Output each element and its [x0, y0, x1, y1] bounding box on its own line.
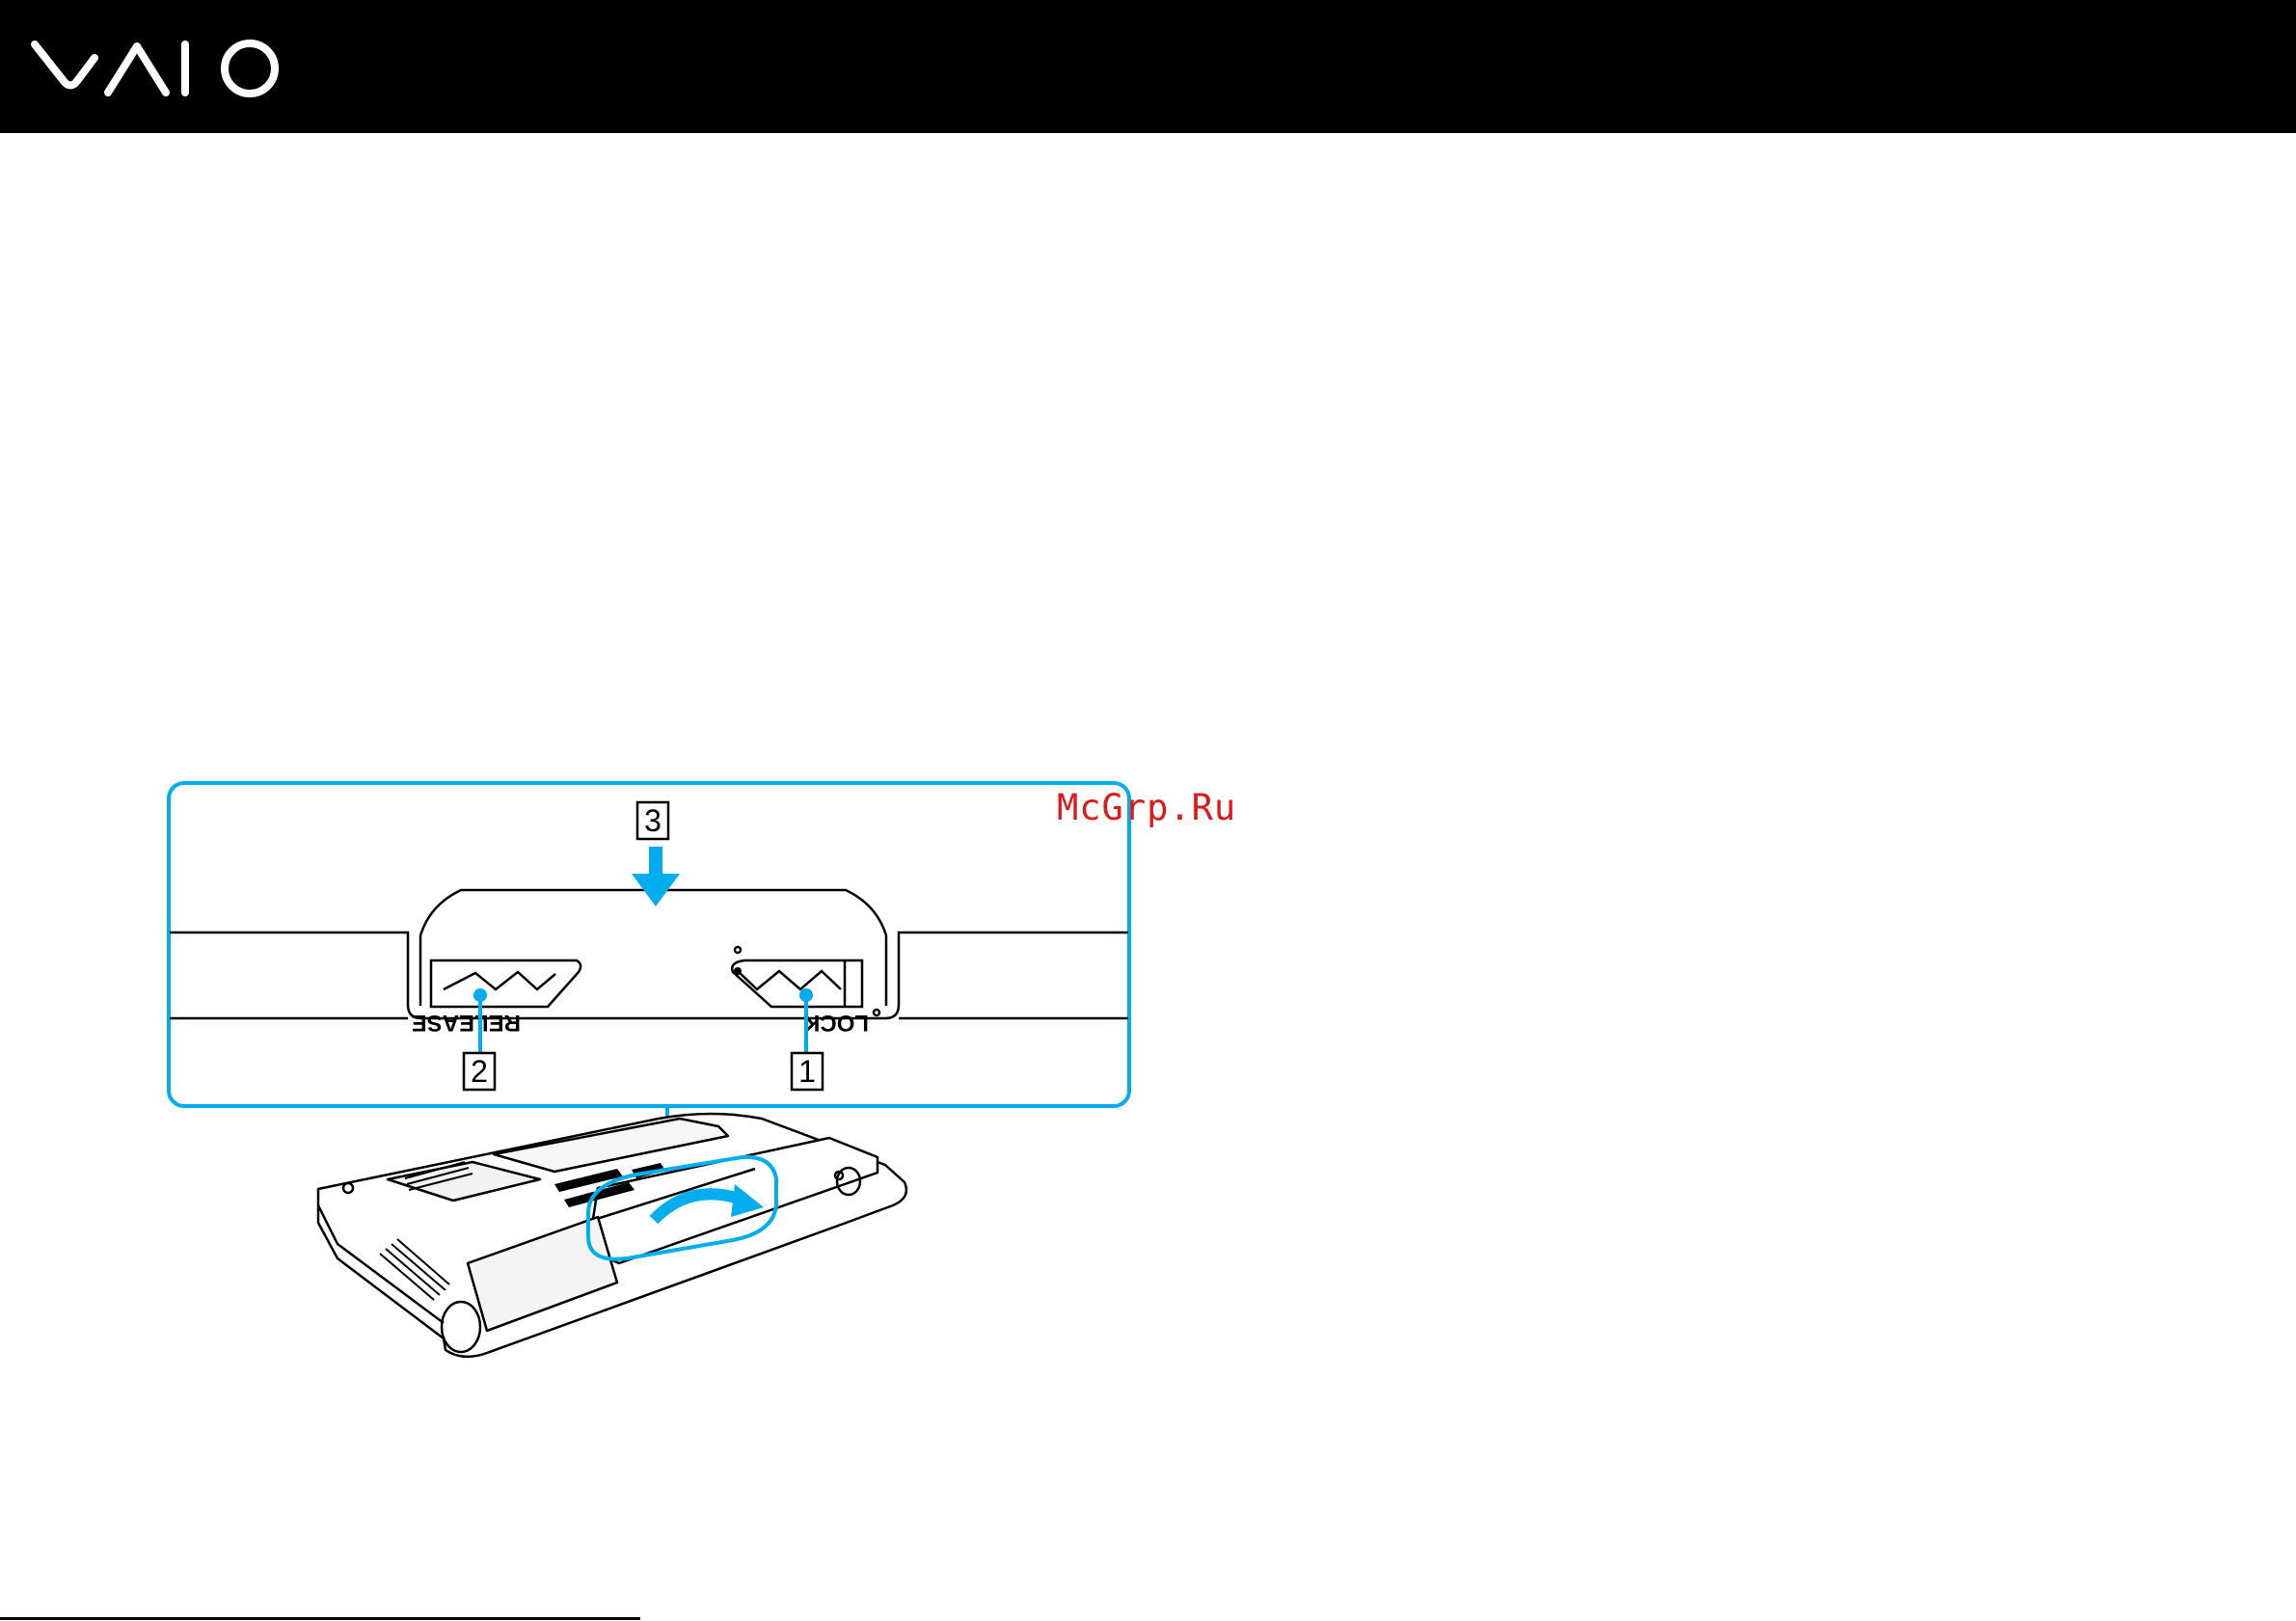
callout-box-3: 3 — [637, 802, 668, 839]
lock-label: LOCK — [802, 1010, 869, 1036]
laptop-underside — [318, 1114, 906, 1357]
release-label: RELEASE — [412, 1010, 521, 1036]
battery-closeup — [170, 890, 1128, 1018]
insert-arrow-icon — [632, 847, 680, 906]
callout-box-2: 2 — [464, 1053, 495, 1090]
footer-rule — [0, 1617, 640, 1620]
callout-box-1: 1 — [792, 1053, 823, 1090]
callout-number-1: 1 — [798, 1054, 816, 1089]
watermark: McGrp.Ru — [1057, 787, 1236, 828]
callout-number-3: 3 — [644, 803, 662, 838]
callout-number-2: 2 — [471, 1054, 488, 1089]
